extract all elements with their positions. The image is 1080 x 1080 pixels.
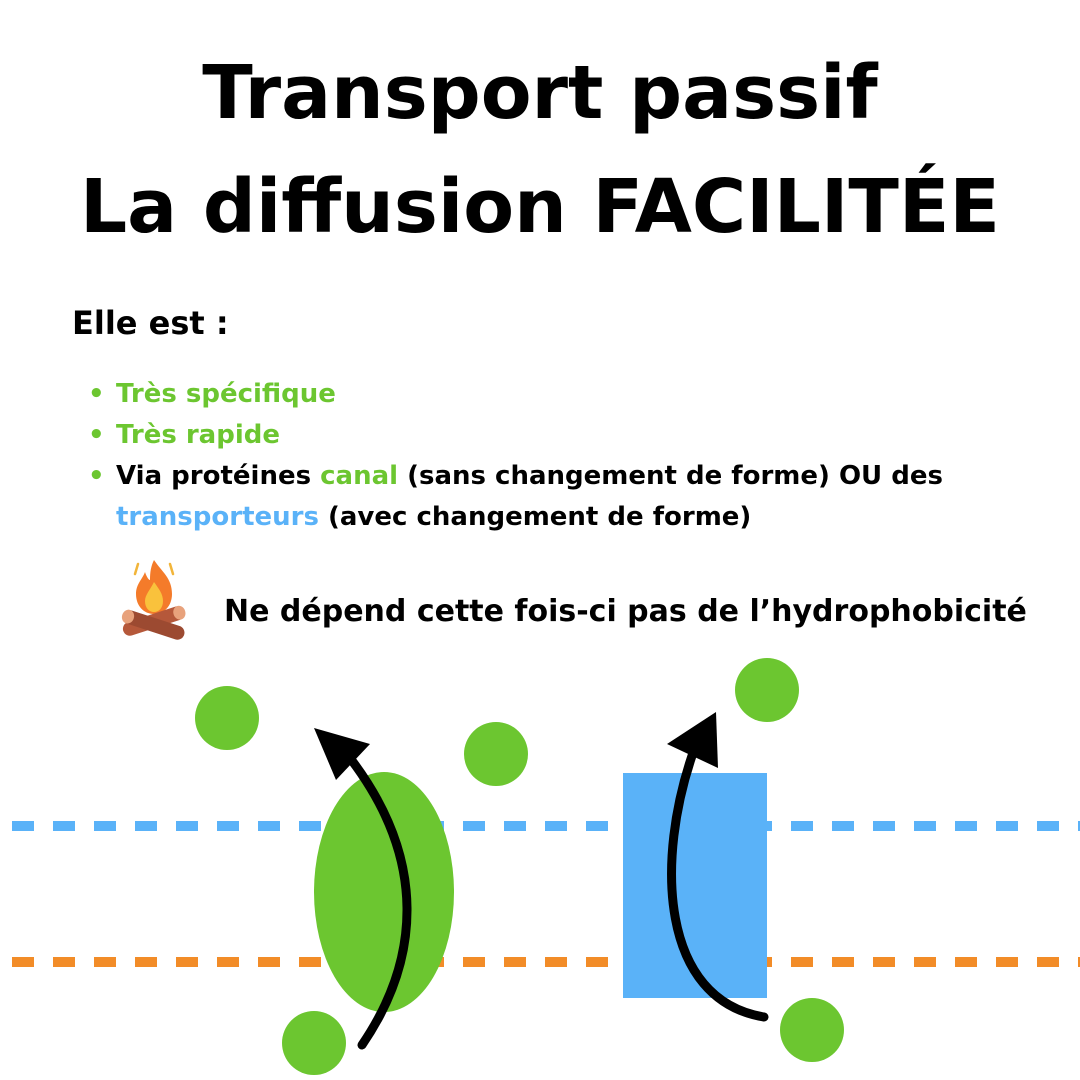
molecule <box>282 1011 346 1075</box>
arrow-head-icon <box>314 728 370 780</box>
bullet-dot-icon: • <box>88 420 105 450</box>
bullet-dot-icon: • <box>88 379 105 409</box>
list-item-text-part1: Via protéines <box>116 461 321 491</box>
transporteurs-keyword: transporteurs <box>116 502 319 532</box>
arrow-carrier <box>667 745 769 1022</box>
molecule <box>735 658 799 722</box>
molecule <box>780 998 844 1062</box>
canal-keyword: canal <box>320 461 399 491</box>
page-title-line1: Transport passif <box>202 50 878 136</box>
list-item-specific: • Très spécifique <box>88 374 1018 415</box>
carrier-protein <box>623 773 767 998</box>
molecule <box>195 686 259 750</box>
molecule <box>464 722 528 786</box>
membrane-diagram <box>12 658 1080 1075</box>
list-item-text: Très rapide <box>116 420 280 450</box>
channel-protein <box>314 772 454 1012</box>
properties-list: • Très spécifique • Très rapide • Via pr… <box>88 374 1018 538</box>
arrow-channel <box>345 753 412 1050</box>
list-item-fast: • Très rapide <box>88 415 1018 456</box>
page-title-line2: La diffusion FACILITÉE <box>80 164 1000 250</box>
arrow-head-icon <box>667 712 718 768</box>
list-item-text-part3: (avec changement de forme) <box>318 502 752 532</box>
list-item-proteins: • Via protéines canal (sans changement d… <box>88 456 1018 538</box>
list-item-text: Très spécifique <box>116 379 336 409</box>
note-text: Ne dépend cette fois-ci pas de l’hydroph… <box>224 594 1027 629</box>
section-subtitle: Elle est : <box>72 304 229 342</box>
list-item-text-part2: (sans changement de forme) OU des <box>398 461 943 491</box>
bullet-dot-icon: • <box>88 461 105 491</box>
campfire-icon <box>121 560 186 640</box>
